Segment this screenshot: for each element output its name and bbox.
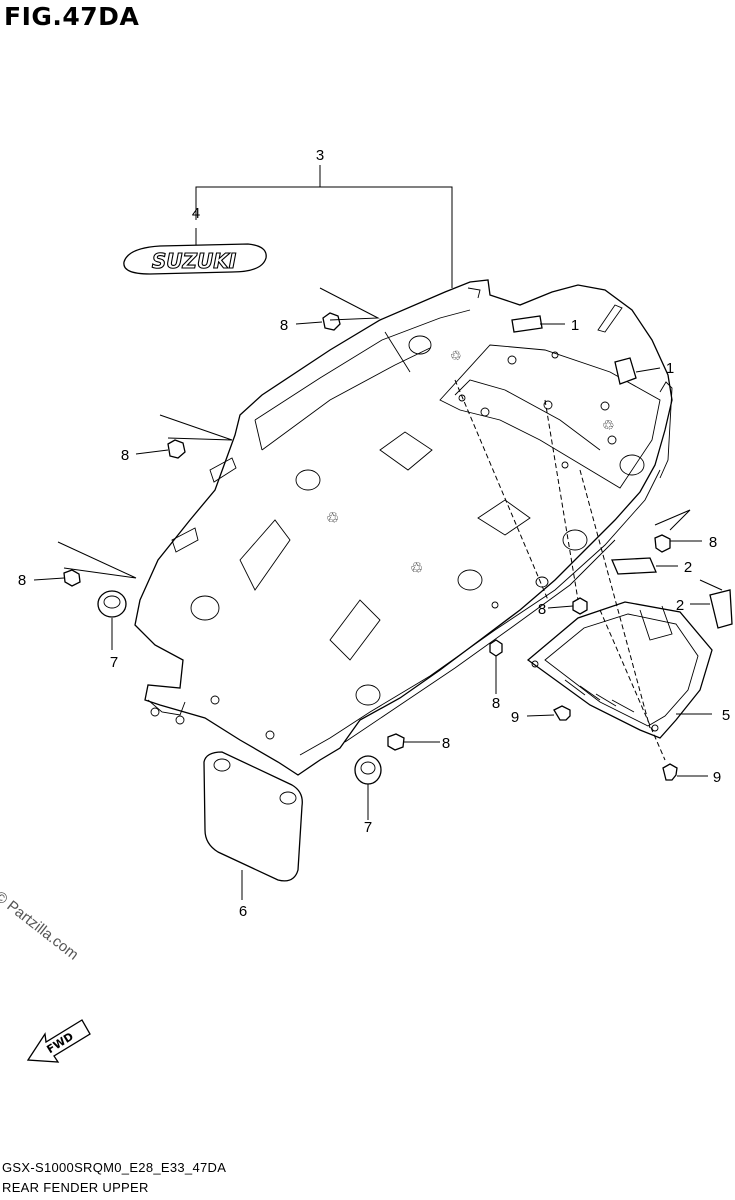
- svg-text:♲: ♲: [326, 509, 339, 527]
- callout-6: 6: [239, 903, 247, 920]
- callout-7-left: 7: [110, 654, 118, 671]
- grommets: [97, 590, 382, 785]
- figure-code: GSX-S1000SRQM0_E28_E33_47DA: [2, 1160, 227, 1175]
- svg-text:♲: ♲: [450, 349, 462, 364]
- callout-2-right: 2: [676, 597, 684, 614]
- callout-1-right: 1: [666, 360, 674, 377]
- callout-8-far-left: 8: [18, 572, 26, 589]
- dashed-guides: [454, 379, 666, 761]
- callout-8-top: 8: [280, 317, 288, 334]
- callout-5: 5: [722, 707, 730, 724]
- rear-fender-upper: ♲ ♲ ♲ ♲: [134, 279, 673, 776]
- svg-text:♲: ♲: [602, 418, 615, 434]
- mud-flap: [203, 751, 303, 882]
- callout-4: 4: [192, 205, 200, 222]
- callout-8-left: 8: [121, 447, 129, 464]
- emblem-lettering: SUZUKI: [152, 249, 237, 273]
- figure-caption: REAR FENDER UPPER: [2, 1180, 149, 1195]
- callout-3: 3: [316, 147, 324, 164]
- fwd-arrow-icon: FWD: [26, 1019, 91, 1063]
- callout-8-bottom: 8: [442, 735, 450, 752]
- callout-9-lower: 9: [713, 769, 721, 786]
- rear-bracket: [526, 601, 713, 739]
- callout-9-upper: 9: [511, 709, 519, 726]
- sticker-parts: [511, 315, 733, 629]
- callout-8-lower: 8: [492, 695, 500, 712]
- callout-8-right: 8: [709, 534, 717, 551]
- clips: [63, 312, 678, 781]
- callout-2-mid: 2: [684, 559, 692, 576]
- callout-8-center: 8: [538, 601, 546, 618]
- leader-lines: [33, 165, 723, 900]
- callout-1-upper: 1: [571, 317, 579, 334]
- callout-labels: 3 4 1 1 8 8 8 8 2 2 8 7 8 9 5 8 9 7 6: [18, 147, 730, 920]
- suzuki-emblem: SUZUKI: [123, 243, 267, 275]
- svg-text:♲: ♲: [410, 559, 423, 577]
- figure-title: FIG.47DA: [4, 2, 140, 31]
- callout-7-center: 7: [364, 819, 372, 836]
